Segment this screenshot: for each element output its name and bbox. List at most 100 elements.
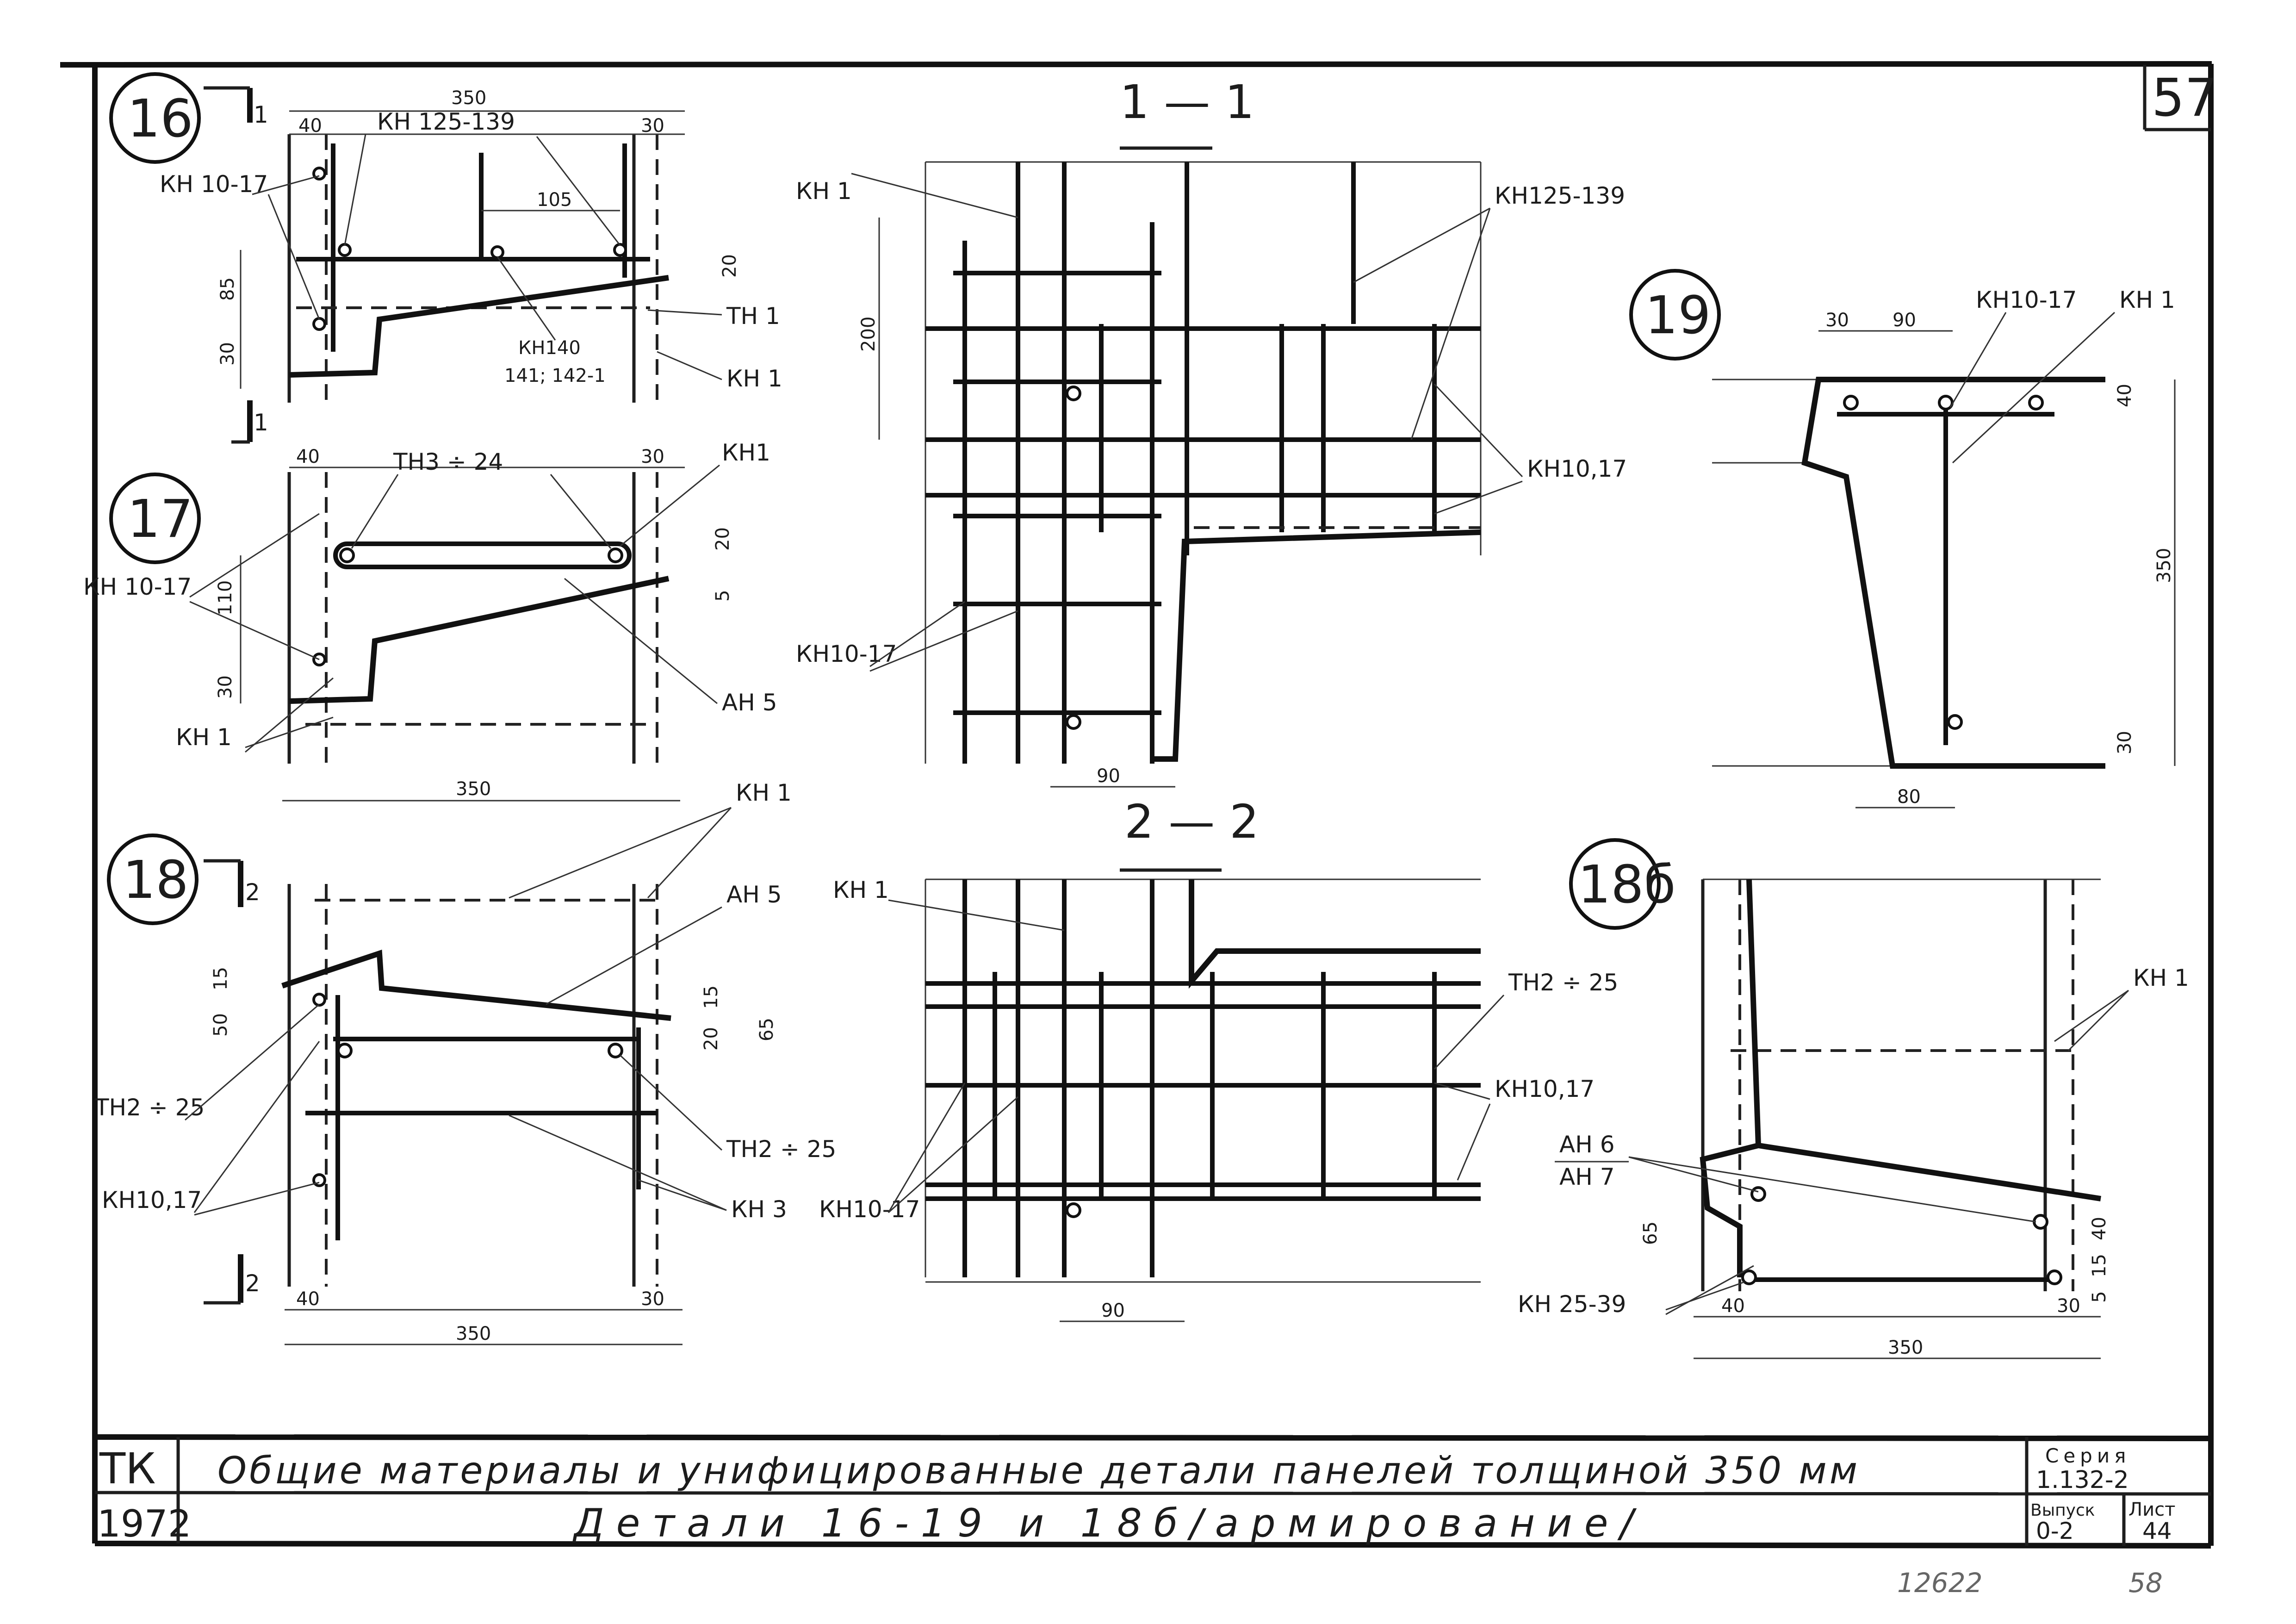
label-kn1: КН 1 <box>2119 286 2175 313</box>
dim-90: 90 <box>1101 1300 1125 1321</box>
detail-17: 17 40 30 350 110 30 20 5 ТН3 ÷ 24 КН1 КН… <box>83 439 777 802</box>
title-line-2: Детали 16-19 и 18б/армирование/ <box>572 1500 1645 1546</box>
label-kn125-139: КН125-139 <box>1495 182 1625 209</box>
label-kn1: КН 1 <box>736 779 792 806</box>
detail-18b: 18б 40 30 350 65 40 15 5 КН 1 АН 6 АН 7 … <box>1518 838 2189 1359</box>
detail-16-number: 16 <box>127 89 193 149</box>
sheet-value: 44 <box>2142 1518 2172 1544</box>
label-ah6: АН 6 <box>1559 1131 1615 1158</box>
dim-30: 30 <box>2057 1295 2080 1317</box>
label-kn125-139: КН 125-139 <box>377 108 515 135</box>
detail-18b-number: 18б <box>1578 855 1676 915</box>
label-kn10-17: КН10,17 <box>1495 1076 1595 1102</box>
label-kn10-47: КН10-17 <box>819 1196 920 1223</box>
dim-30: 30 <box>1825 310 1849 331</box>
label-th2-25: ТН2 ÷ 25 <box>1508 969 1618 996</box>
label-kn1-top: КН1 <box>722 439 770 466</box>
horizontals-2-2 <box>925 981 1481 1201</box>
title-block: ТК 1972 Общие материалы и унифицированны… <box>94 1434 2211 1599</box>
dim-30: 30 <box>641 446 664 467</box>
dim-85: 85 <box>217 277 238 301</box>
label-kn141: 141; 142-1 <box>504 365 606 386</box>
dim-40: 40 <box>296 1288 320 1310</box>
dim-15: 15 <box>210 967 231 990</box>
org-code: ТК <box>99 1444 156 1493</box>
label-ah7: АН 7 <box>1559 1164 1615 1190</box>
dim-50: 50 <box>210 1013 231 1037</box>
label-kn1: КН 1 <box>726 365 782 392</box>
archive-number: 12622 <box>1897 1567 1983 1599</box>
dim-350: 350 <box>456 778 491 800</box>
sheet-frame: 57 <box>60 61 2218 1549</box>
section-mark-top: 2 <box>245 879 260 906</box>
verticals-2-2 <box>962 879 1437 1277</box>
label-kn10-17: КН10-17 <box>1976 286 2077 313</box>
dim-5: 5 <box>712 590 733 602</box>
dim-90: 90 <box>1893 310 1916 331</box>
detail-16: 16 1 1 350 40 30 105 85 30 20 <box>109 72 782 444</box>
section-mark-bottom: 1 <box>254 409 268 436</box>
detail-19: 19 30 90 40 350 30 80 КН10-17 КН 1 <box>1629 269 2176 809</box>
section-1-1: 1 — 1 <box>796 75 1627 788</box>
detail-16-marker <box>109 72 201 164</box>
label-kn10-17: КН 10-17 <box>160 171 268 198</box>
dim-350: 350 <box>1888 1337 1923 1358</box>
detail-17-number: 17 <box>127 489 193 549</box>
dim-350: 350 <box>456 1323 491 1344</box>
dim-65: 65 <box>1640 1221 1661 1245</box>
dim-40: 40 <box>296 446 320 467</box>
horizontals-1-1 <box>925 271 1481 715</box>
dim-30-bottom: 30 <box>215 675 236 699</box>
series-value: 1.132-2 <box>2036 1466 2129 1494</box>
label-kn3: КН 3 <box>731 1196 787 1223</box>
section-2-2-title: 2 — 2 <box>1124 795 1259 849</box>
page-number: 57 <box>2152 68 2218 128</box>
section-mark-top: 1 <box>254 101 268 128</box>
detail-18-marker <box>107 834 199 925</box>
dim-40: 40 <box>1721 1295 1745 1317</box>
sheet-label: Лист <box>2128 1499 2175 1520</box>
section-mark-bottom: 2 <box>245 1270 260 1297</box>
title-line-1: Общие материалы и унифицированные детали… <box>217 1449 1860 1492</box>
detail-19-number: 19 <box>1645 286 1711 346</box>
series-label: Серия <box>2045 1444 2130 1467</box>
dim-30: 30 <box>641 115 664 137</box>
dim-350: 350 <box>451 87 486 109</box>
detail-17-marker <box>109 473 201 564</box>
verticals-1-1 <box>962 162 1437 764</box>
label-kn1: КН 1 <box>2133 964 2189 991</box>
dim-80: 80 <box>1897 786 1921 808</box>
label-th3-24: ТН3 ÷ 24 <box>393 448 503 475</box>
label-kn1: КН 1 <box>796 178 852 205</box>
dim-5: 5 <box>2089 1291 2110 1303</box>
detail-18-number: 18 <box>123 850 189 910</box>
dim-30b: 30 <box>2114 731 2135 754</box>
archive-page: 58 <box>2128 1567 2163 1599</box>
dim-200: 200 <box>858 317 879 352</box>
dim-90: 90 <box>1097 765 1120 787</box>
label-kn1: КН 1 <box>833 877 889 903</box>
detail-18: 18 2 2 40 30 350 15 50 20 15 65 КН 1 АН … <box>94 779 836 1345</box>
label-kn10-17: КН10,17 <box>102 1187 202 1213</box>
dim-105: 105 <box>537 189 572 211</box>
detail-19-marker <box>1629 269 1721 361</box>
label-kn10-17: КН 10-17 <box>83 573 192 600</box>
dim-40: 40 <box>298 115 322 137</box>
label-kn10-17-b: КН10-17 <box>796 641 897 667</box>
dim-20: 20 <box>701 1027 722 1051</box>
dim-110: 110 <box>215 580 236 616</box>
dim-40: 40 <box>2114 384 2135 407</box>
dim-350: 350 <box>2153 548 2175 583</box>
section-1-1-title: 1 — 1 <box>1120 75 1254 129</box>
label-th2-25-right: ТН2 ÷ 25 <box>726 1136 836 1163</box>
label-kn140: КН140 <box>518 337 581 359</box>
label-th1: ТН 1 <box>726 303 780 330</box>
label-ah5: АН 5 <box>722 689 777 716</box>
dim-20: 20 <box>719 254 740 278</box>
label-th2-25-left: ТН2 ÷ 25 <box>94 1094 205 1121</box>
dim-15b: 15 <box>701 985 722 1009</box>
label-ah5: АН 5 <box>726 881 782 908</box>
label-kn10-17-a: КН10,17 <box>1527 455 1627 482</box>
label-kn25-39: КН 25-39 <box>1518 1291 1626 1318</box>
